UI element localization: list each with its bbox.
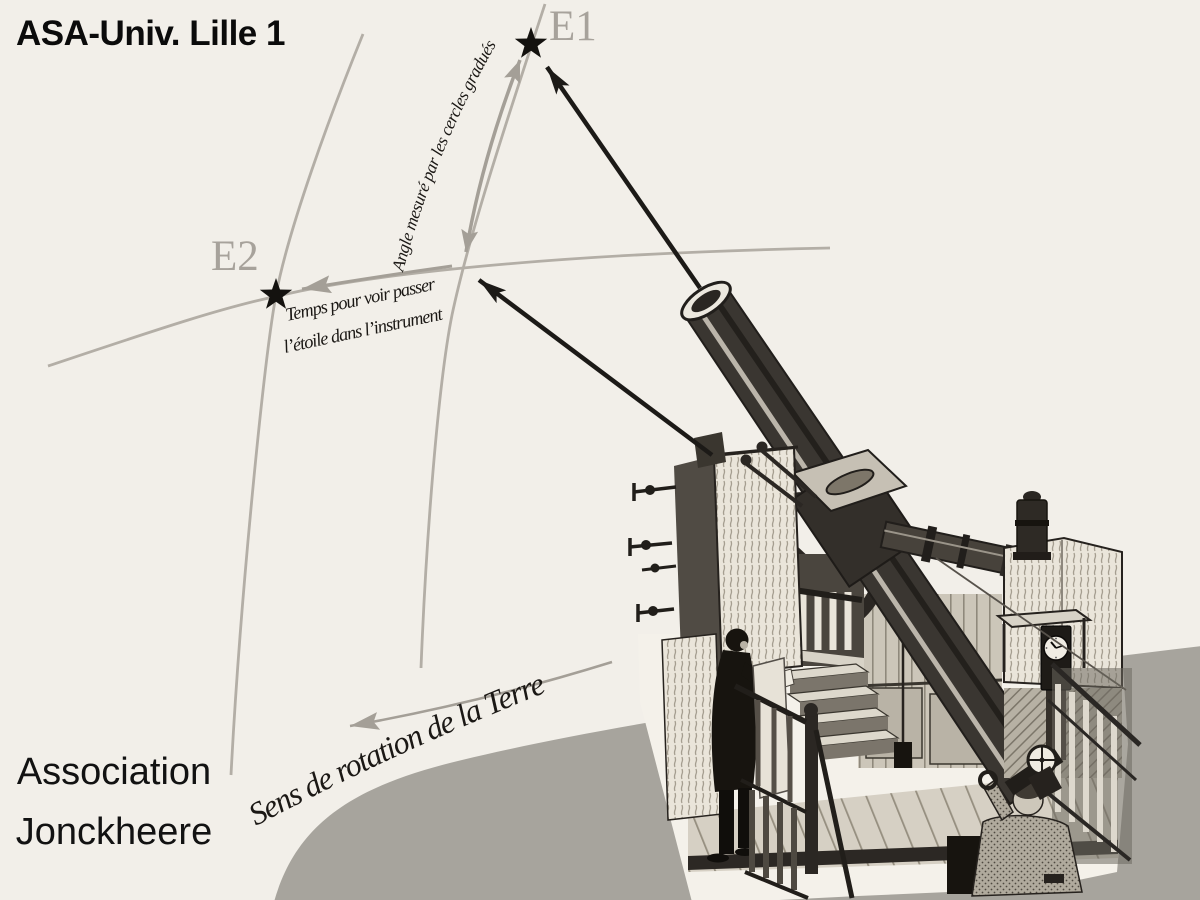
floor-plaque: [1044, 874, 1064, 883]
front-railing: [733, 683, 855, 900]
meridian-arc-e1: [419, 3, 547, 669]
annotation-angle: Angle mesuré par les cercles gradués: [387, 36, 500, 274]
mounting-cube: [789, 448, 921, 588]
telescope-engraving: [628, 280, 1142, 900]
sight-line-to-e1: [545, 65, 702, 290]
transit-arrow: [301, 264, 453, 294]
star-icon-e2: [259, 278, 293, 309]
shelf: [995, 608, 1093, 672]
association-line2: Jonckheere: [15, 811, 213, 854]
earth-rotation-arrow: [349, 660, 613, 730]
angle-double-arrow: [461, 59, 522, 253]
sight-line-to-crossing: [477, 278, 714, 457]
left-pier: [674, 432, 818, 682]
star-icon-e1: [514, 27, 548, 58]
slide-title: ASA-Univ. Lille 1: [16, 14, 285, 53]
eyepiece-assembly: [1004, 744, 1064, 800]
oil-lamp: [1013, 491, 1051, 560]
association-credit: Association Jonckheere: [4, 742, 224, 862]
objective-rim: [680, 280, 732, 322]
meridian-arc-e2: [229, 33, 365, 776]
label-e2: E2: [211, 233, 259, 280]
micrometer-screws: [628, 483, 677, 622]
label-e1: E1: [549, 3, 597, 50]
association-line1: Association: [16, 751, 212, 793]
